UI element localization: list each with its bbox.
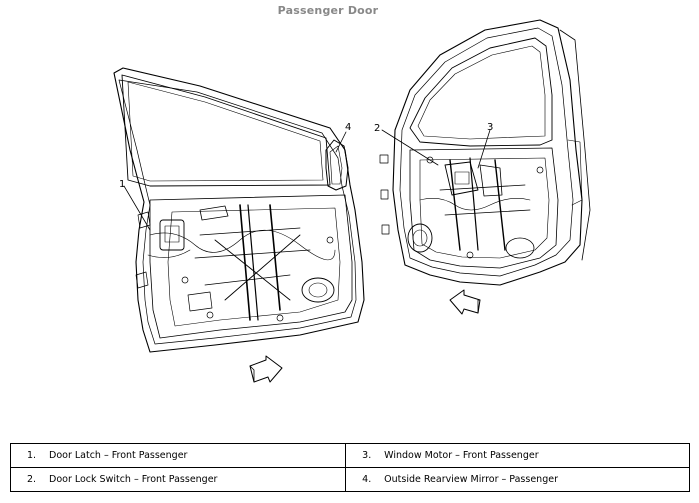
left-door-drawing (113, 67, 365, 383)
diagram-title: Passenger Door (277, 4, 379, 17)
legend-item-1: 1.Door Latch – Front Passenger (9, 443, 347, 468)
legend-item-3: 3.Window Motor – Front Passenger (345, 443, 690, 468)
callout-3: 3 (487, 122, 493, 133)
right-door-drawing (379, 19, 591, 315)
legend-table: 1.Door Latch – Front Passenger 3.Window … (9, 443, 690, 492)
legend-item-2: 2.Door Lock Switch – Front Passenger (9, 467, 347, 492)
callout-1: 1 (119, 179, 125, 190)
callout-4: 4 (345, 122, 351, 133)
door-illustration: 1 2 3 4 (113, 19, 591, 383)
legend-row: 1.Door Latch – Front Passenger 3.Window … (9, 443, 690, 468)
callout-2: 2 (374, 123, 380, 134)
legend-item-4: 4.Outside Rearview Mirror – Passenger (345, 467, 690, 492)
legend-row: 2.Door Lock Switch – Front Passenger 4.O… (9, 467, 690, 492)
